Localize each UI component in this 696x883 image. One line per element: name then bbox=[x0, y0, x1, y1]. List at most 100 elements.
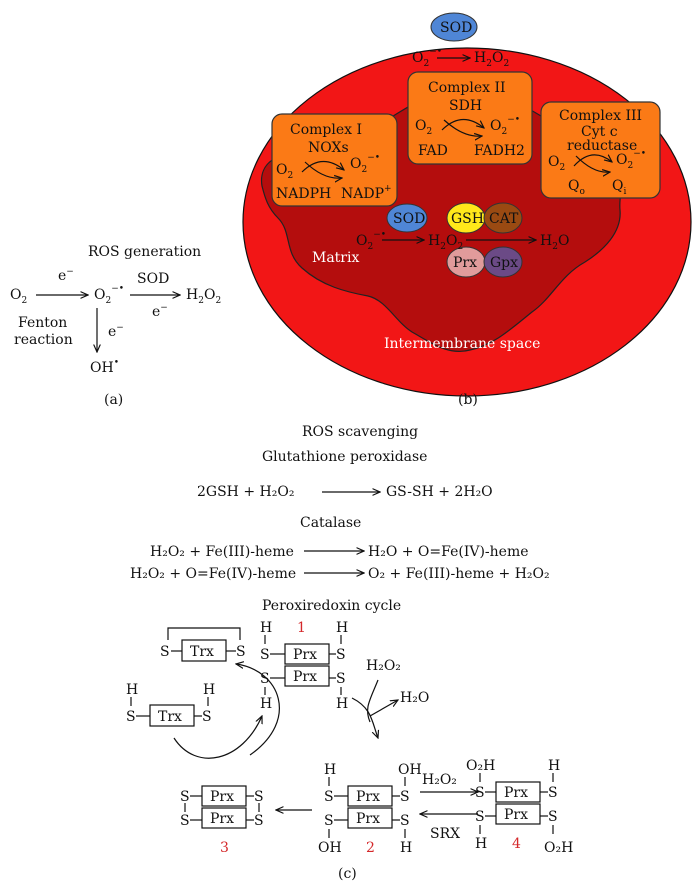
prx2-box-bottom bbox=[347, 807, 393, 829]
panel-b: SOD O2−• H2O2 Complex I NOXs O2 O2−• NAD… bbox=[242, 12, 692, 408]
prx2-label-bottom: Prx bbox=[356, 811, 380, 827]
prx-state-3: S Prx S S Prx S 3 bbox=[180, 785, 264, 856]
prx-state-1: 1 H S Prx S H S Prx S H H bbox=[260, 620, 348, 712]
complex-3-donor: Qo bbox=[568, 178, 585, 197]
prx2-h-br: H bbox=[400, 840, 412, 856]
sod-top-enzyme bbox=[430, 12, 478, 42]
complex-1-acceptor: NADP+ bbox=[341, 184, 392, 202]
prx4-s-bl: S bbox=[475, 809, 485, 825]
complex-1-donor: NADPH bbox=[276, 186, 331, 202]
prx2-s-tl: S bbox=[324, 789, 334, 805]
complex-2-title: Complex II bbox=[428, 80, 506, 96]
prx1-s-br: S bbox=[336, 671, 346, 687]
trx-red-h-right: H bbox=[203, 682, 215, 698]
complex-3-enzyme-line1: Cyt c bbox=[581, 124, 618, 140]
panel-a: ROS generation e− O2 O2−• SOD e− H2O2 Fe… bbox=[10, 244, 221, 408]
complex-1-side-arrow bbox=[304, 161, 342, 178]
matrix-h2o2: H2O2 bbox=[428, 233, 463, 252]
top-superoxide: O2−• bbox=[412, 47, 442, 69]
e-top-label: e− bbox=[58, 267, 74, 284]
prx4-h-bl: H bbox=[475, 836, 487, 852]
complex-2-acceptor: FADH2 bbox=[474, 143, 525, 159]
prx2-s-tr: S bbox=[400, 789, 410, 805]
prx1-h-tr: H bbox=[336, 620, 348, 636]
e-down-label: e− bbox=[108, 323, 124, 340]
srx-label: SRX bbox=[430, 826, 460, 842]
complex-1-o2: O2 bbox=[276, 162, 293, 181]
gpx-title: Glutathione peroxidase bbox=[262, 449, 427, 465]
prx2-s-bl: S bbox=[324, 813, 334, 829]
complex-3-o2: O2 bbox=[548, 154, 565, 173]
complex-1-product: O2−• bbox=[350, 153, 380, 175]
complex-2: Complex II SDH O2 O2−• FAD FADH2 bbox=[407, 71, 533, 165]
prx4-o2h-br: O₂H bbox=[544, 840, 573, 856]
catalase-r2-right: O₂ + Fe(III)-heme + H₂O₂ bbox=[368, 566, 550, 582]
h2o-output: H₂O bbox=[400, 690, 429, 706]
fenton-line1: Fenton bbox=[18, 315, 67, 331]
prx4-label-top: Prx bbox=[504, 785, 528, 801]
complex-3-side-arrow bbox=[575, 155, 610, 172]
cat-enzyme bbox=[483, 202, 523, 234]
superoxide-label: O2−• bbox=[94, 284, 124, 306]
prx3-s-br: S bbox=[254, 813, 264, 829]
trx-ox-s-left: S bbox=[160, 644, 170, 660]
complex-2-o2: O2 bbox=[415, 118, 432, 137]
gpx-label: Gpx bbox=[490, 255, 518, 271]
prx4-box-bottom bbox=[495, 803, 541, 825]
trx-ox-s-right: S bbox=[236, 644, 246, 660]
trx-red-s-left: S bbox=[126, 709, 136, 725]
prx1-number: 1 bbox=[297, 620, 306, 636]
complex-3-arrow bbox=[573, 155, 612, 167]
top-h2o2: H2O2 bbox=[474, 50, 509, 69]
prx1-box-bottom bbox=[284, 665, 330, 687]
prx2-label-top: Prx bbox=[356, 789, 380, 805]
prx4-s-br: S bbox=[548, 809, 558, 825]
panel-c: ROS scavenging Glutathione peroxidase 2G… bbox=[126, 424, 573, 882]
e-right-label: e− bbox=[152, 303, 168, 320]
complex-1-title: Complex I bbox=[290, 122, 362, 138]
o2-label: O2 bbox=[10, 287, 27, 306]
complex-1-arrow bbox=[301, 160, 344, 173]
h2o2-input: H₂O₂ bbox=[366, 658, 401, 674]
panel-a-title: ROS generation bbox=[88, 244, 201, 260]
matrix-label: Matrix bbox=[312, 250, 359, 266]
sod-top-label: SOD bbox=[440, 20, 472, 36]
prx3-s-bl: S bbox=[180, 813, 190, 829]
prx1-to-prx2-arrow bbox=[351, 697, 378, 738]
trx-disulfide-bridge bbox=[167, 627, 241, 640]
prx3-s-tr: S bbox=[254, 789, 264, 805]
h2o2-overoxidation: H₂O₂ bbox=[422, 772, 457, 788]
cat-label: CAT bbox=[489, 211, 519, 227]
prx1-label-top: Prx bbox=[293, 647, 317, 663]
prx-state-4: O₂H S Prx S H S Prx S H O₂H 4 bbox=[466, 758, 573, 856]
prx1-label-bottom: Prx bbox=[293, 669, 317, 685]
matrix-superoxide: O2−• bbox=[356, 230, 386, 252]
prx4-label-bottom: Prx bbox=[504, 807, 528, 823]
caption-a: (a) bbox=[104, 392, 123, 408]
trx-reduction-arrow bbox=[173, 716, 262, 759]
trx-oxidized: S Trx S bbox=[160, 627, 246, 662]
complex-3-product: O2−• bbox=[616, 149, 646, 171]
prx2-number: 2 bbox=[366, 840, 375, 856]
prx4-number: 4 bbox=[512, 836, 521, 852]
sod-label-a: SOD bbox=[137, 271, 169, 287]
h2o2-in-curve bbox=[366, 679, 379, 723]
complex-3: Complex III Cyt c reductase O2 O2−• Qo Q… bbox=[540, 101, 661, 199]
prx2-h-tl: H bbox=[324, 762, 336, 778]
prx-state-2: H S Prx S OH S Prx S OH H 2 bbox=[318, 762, 422, 856]
trx-red-label: Trx bbox=[158, 709, 182, 725]
oh-radical-label: OH• bbox=[90, 358, 119, 376]
complex-3-acceptor: Qi bbox=[612, 178, 626, 197]
prx3-label-bottom: Prx bbox=[210, 811, 234, 827]
complex-3-title: Complex III bbox=[559, 108, 642, 124]
trx-ox-label: Trx bbox=[190, 644, 214, 660]
complex-3-box bbox=[540, 101, 661, 199]
fenton-line2: reaction bbox=[14, 332, 73, 348]
prx1-s-tr: S bbox=[336, 647, 346, 663]
catalase-r1-left: H₂O₂ + Fe(III)-heme bbox=[150, 544, 294, 560]
prx3-s-tl: S bbox=[180, 789, 190, 805]
complex-2-arrow bbox=[441, 118, 484, 131]
complex-2-side-arrow bbox=[443, 119, 482, 136]
gpx-enzyme bbox=[483, 246, 523, 278]
